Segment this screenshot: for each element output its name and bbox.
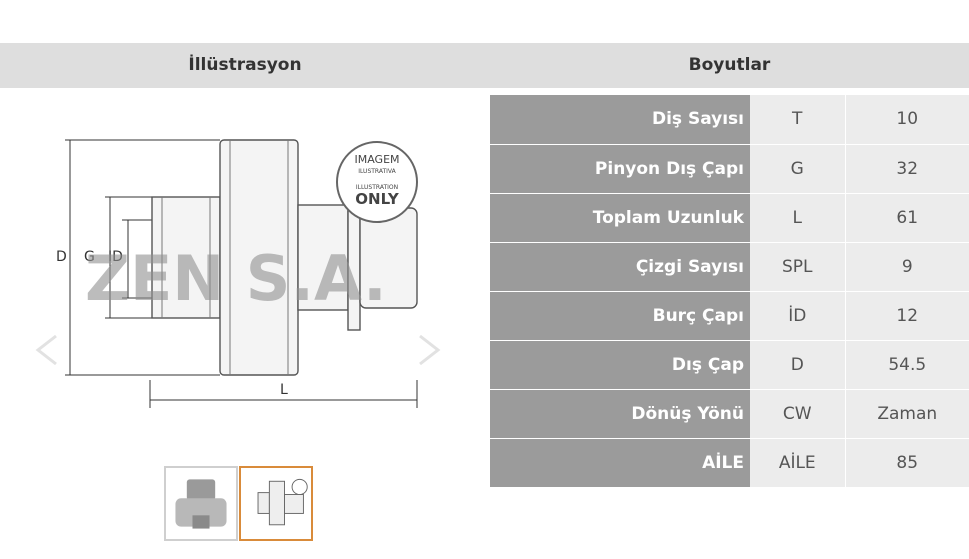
spec-value: 9	[845, 242, 969, 292]
previous-image-button[interactable]	[32, 330, 62, 370]
spec-code: D	[750, 340, 846, 390]
spec-code: G	[750, 144, 846, 194]
chevron-left-icon	[35, 334, 57, 366]
spec-value: 54.5	[845, 340, 969, 390]
spec-label: Çizgi Sayısı	[490, 242, 750, 292]
drawing-thumbnail-icon	[257, 478, 308, 526]
thumbnail-drawing[interactable]	[239, 466, 313, 541]
spec-label: Dış Çap	[490, 340, 750, 390]
spec-label: Dönüş Yönü	[490, 389, 750, 439]
spec-label: Pinyon Dış Çapı	[490, 144, 750, 194]
spec-code: L	[750, 193, 846, 243]
spec-code: İD	[750, 291, 846, 341]
illustration-stamp: IMAGEM ILUSTRATIVA ILLUSTRATION ONLY	[336, 141, 418, 223]
spec-label: Diş Sayısı	[490, 95, 750, 145]
spec-value: 10	[845, 95, 969, 145]
starter-drive-drawing: D G ID L ZEN S.A. IMAGEM ILUSTRATIVA ILL…	[56, 139, 418, 408]
dim-label-g: G	[84, 249, 95, 265]
next-image-button[interactable]	[414, 330, 444, 370]
dim-label-id: ID	[108, 249, 123, 265]
dim-label-l: L	[280, 382, 288, 398]
dim-label-d: D	[56, 249, 67, 265]
svg-text:ILUSTRATIVA: ILUSTRATIVA	[358, 168, 396, 175]
chevron-right-icon	[419, 334, 441, 366]
spec-value: 12	[845, 291, 969, 341]
spec-value: 85	[845, 438, 969, 488]
dimensions-header: Boyutlar	[688, 55, 771, 75]
spec-value: Zaman	[845, 389, 969, 439]
spec-label: Toplam Uzunluk	[490, 193, 750, 243]
spec-code: SPL	[750, 242, 846, 292]
spec-code: AİLE	[750, 438, 846, 488]
spec-code: CW	[750, 389, 846, 439]
spec-label: Burç Çapı	[490, 291, 750, 341]
part-photo-icon	[175, 479, 227, 529]
technical-drawing: D G ID L ZEN S.A. IMAGEM ILUSTRATIVA ILL…	[30, 100, 450, 440]
spec-value: 32	[845, 144, 969, 194]
svg-text:ILLUSTRATION: ILLUSTRATION	[356, 184, 398, 191]
svg-text:ONLY: ONLY	[355, 190, 400, 208]
section-header-bar: İllüstrasyon Boyutlar	[0, 43, 969, 88]
spec-value: 61	[845, 193, 969, 243]
svg-text:IMAGEM: IMAGEM	[354, 153, 399, 166]
illustration-header: İllüstrasyon	[188, 55, 302, 75]
spec-code: T	[750, 95, 846, 145]
watermark-text: ZEN S.A.	[85, 242, 387, 315]
thumbnail-photo[interactable]	[164, 466, 238, 541]
spec-label: AİLE	[490, 438, 750, 488]
